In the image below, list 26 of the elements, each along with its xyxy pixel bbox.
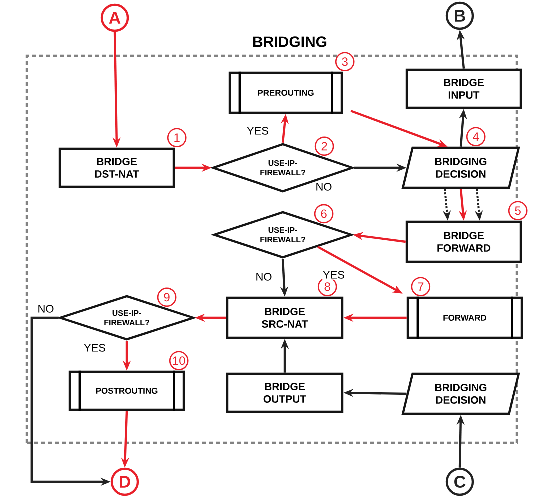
subroutine-box: POSTROUTING bbox=[68, 370, 186, 412]
process-box: BRIDGE SRC-NAT bbox=[226, 296, 344, 340]
callout-number: 2 bbox=[314, 136, 334, 156]
callout-number: 5 bbox=[508, 201, 528, 221]
callout-number: 1 bbox=[167, 128, 187, 148]
callout-number: 9 bbox=[157, 288, 177, 308]
subroutine-box: FORWARD bbox=[406, 296, 524, 340]
subroutine-box: PREROUTING bbox=[228, 72, 344, 114]
process-box: BRIDGE OUTPUT bbox=[226, 372, 344, 414]
edge-label: YES bbox=[322, 270, 346, 280]
callout-number: 10 bbox=[169, 351, 189, 371]
data-parallelogram: BRIDGING DECISION bbox=[402, 372, 520, 416]
process-box: BRIDGE FORWARD bbox=[406, 220, 522, 264]
callout-number: 3 bbox=[335, 52, 355, 72]
edge-label: NO bbox=[254, 272, 274, 282]
callout-number: 6 bbox=[314, 204, 334, 224]
edge-label: NO bbox=[36, 304, 56, 314]
process-box: BRIDGE INPUT bbox=[406, 68, 522, 110]
callout-number: 7 bbox=[411, 277, 431, 297]
edge-label: YES bbox=[83, 343, 107, 353]
data-parallelogram: BRIDGING DECISION bbox=[402, 146, 520, 190]
edge-label: YES bbox=[246, 126, 270, 136]
edge-label: NO bbox=[314, 182, 334, 192]
callout-number: 4 bbox=[466, 127, 486, 147]
group-title: BRIDGING bbox=[254, 36, 327, 48]
process-box: BRIDGE DST-NAT bbox=[58, 148, 176, 188]
